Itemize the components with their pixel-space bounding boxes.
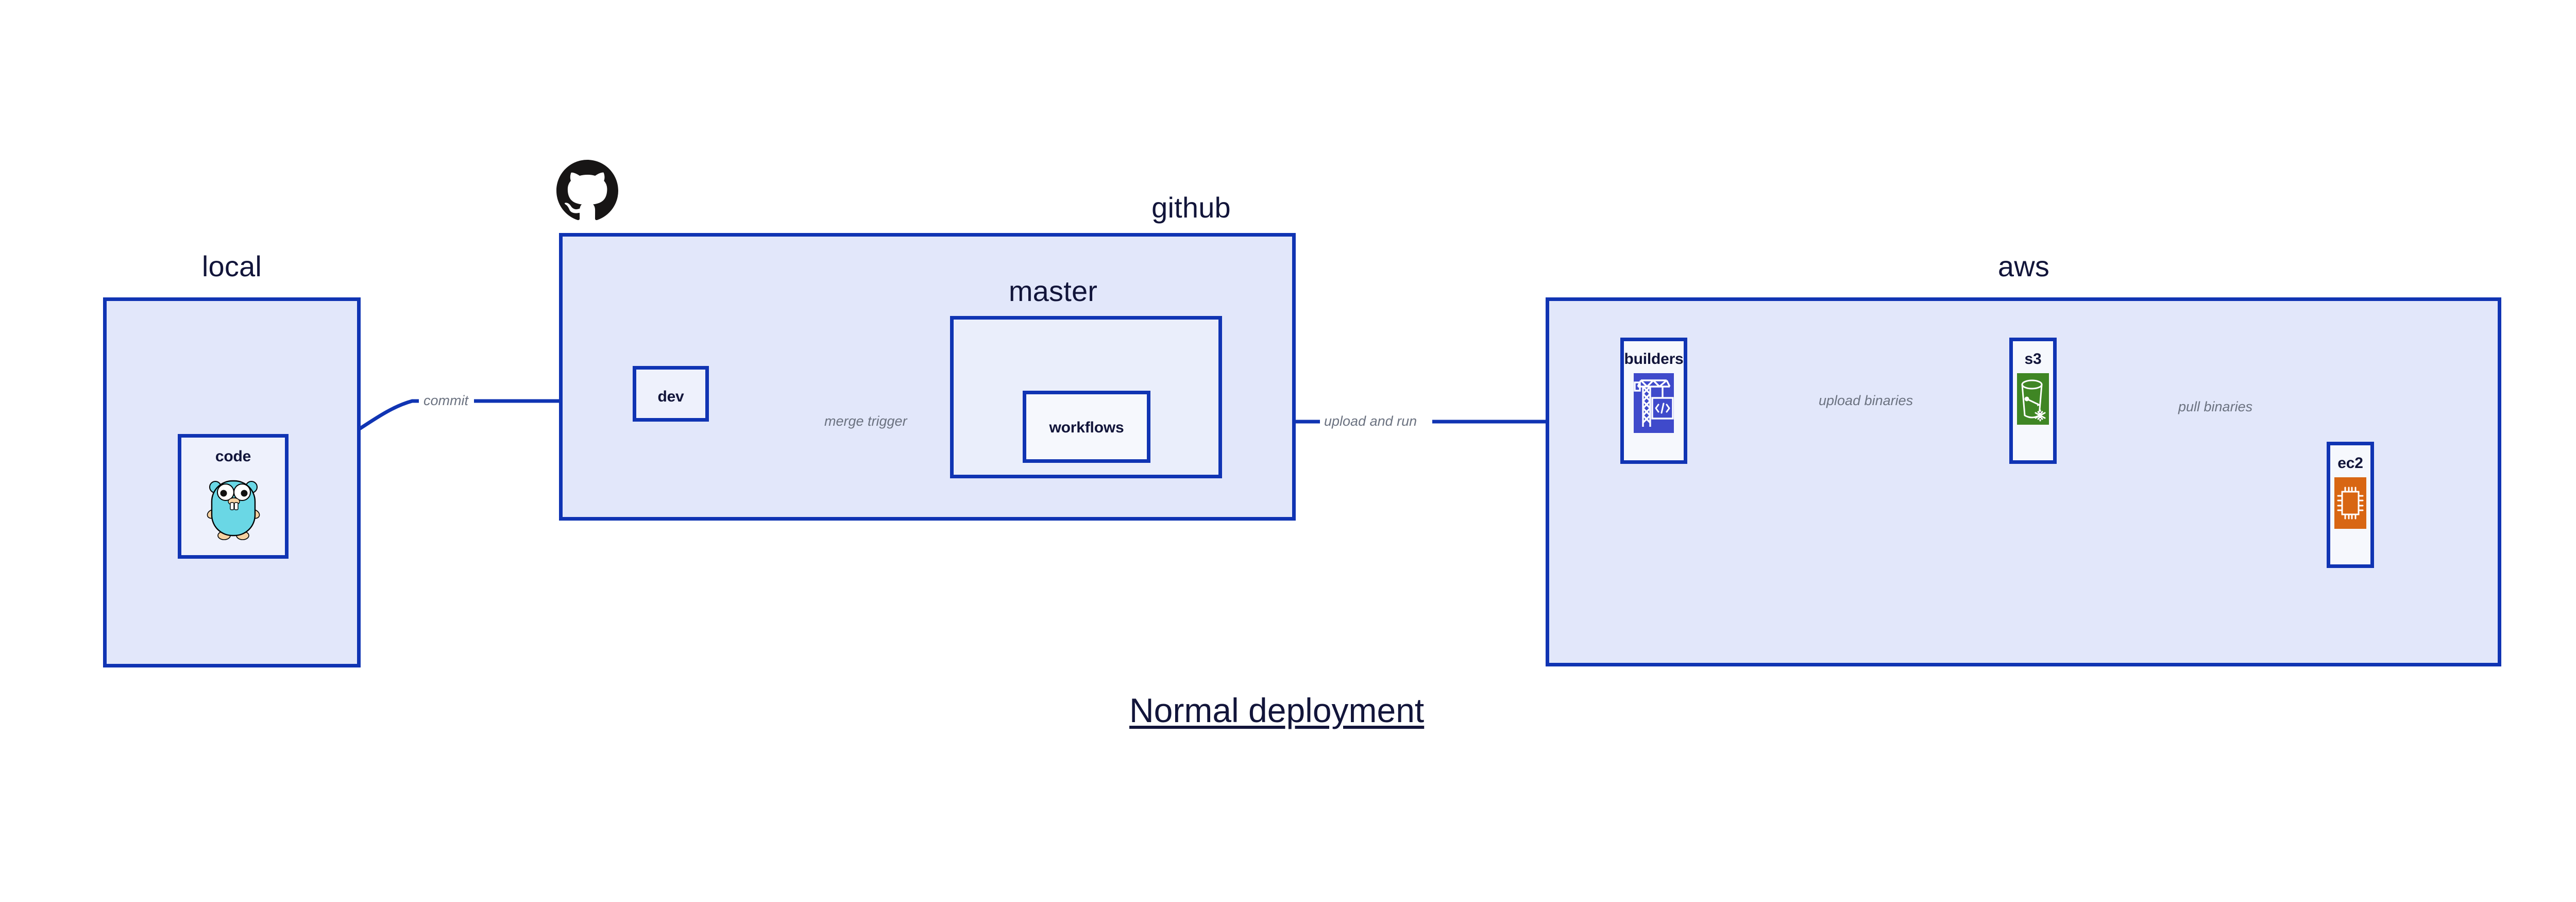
node-code[interactable]: code bbox=[178, 434, 289, 559]
node-label-workflows: workflows bbox=[1049, 419, 1124, 436]
edge-label-commit: commit bbox=[423, 393, 468, 408]
node-builders[interactable]: builders bbox=[1620, 338, 1687, 464]
node-s3[interactable]: s3 bbox=[2009, 338, 2057, 464]
node-label-builders: builders bbox=[1624, 350, 1684, 368]
node-label-ec2: ec2 bbox=[2337, 455, 2363, 472]
edge-label-upload-and-run: upload and run bbox=[1324, 413, 1417, 429]
edge-label-pull-binaries: pull binaries bbox=[2178, 399, 2253, 414]
group-label-local: local bbox=[201, 250, 262, 282]
node-label-s3: s3 bbox=[2024, 350, 2042, 368]
aws-codebuild-crane-icon bbox=[1634, 373, 1674, 433]
group-label-aws: aws bbox=[1997, 250, 2050, 282]
edge-label-merge-trigger: merge trigger bbox=[824, 413, 907, 429]
node-label-dev: dev bbox=[657, 388, 684, 405]
node-label-code: code bbox=[215, 448, 251, 465]
edge-label-upload-binaries: upload binaries bbox=[1819, 393, 1913, 408]
go-gopher-icon bbox=[207, 480, 260, 540]
node-dev[interactable]: dev bbox=[633, 366, 709, 422]
github-octocat-icon bbox=[556, 160, 618, 221]
aws-ec2-chip-icon bbox=[2334, 477, 2366, 529]
group-label-master: master bbox=[1008, 275, 1098, 307]
node-workflows[interactable]: workflows bbox=[1023, 391, 1150, 463]
group-label-github: github bbox=[1151, 191, 1231, 224]
aws-s3-bucket-icon bbox=[2017, 373, 2049, 425]
node-ec2[interactable]: ec2 bbox=[2327, 442, 2374, 568]
diagram-title: Normal deployment bbox=[1129, 691, 1425, 729]
